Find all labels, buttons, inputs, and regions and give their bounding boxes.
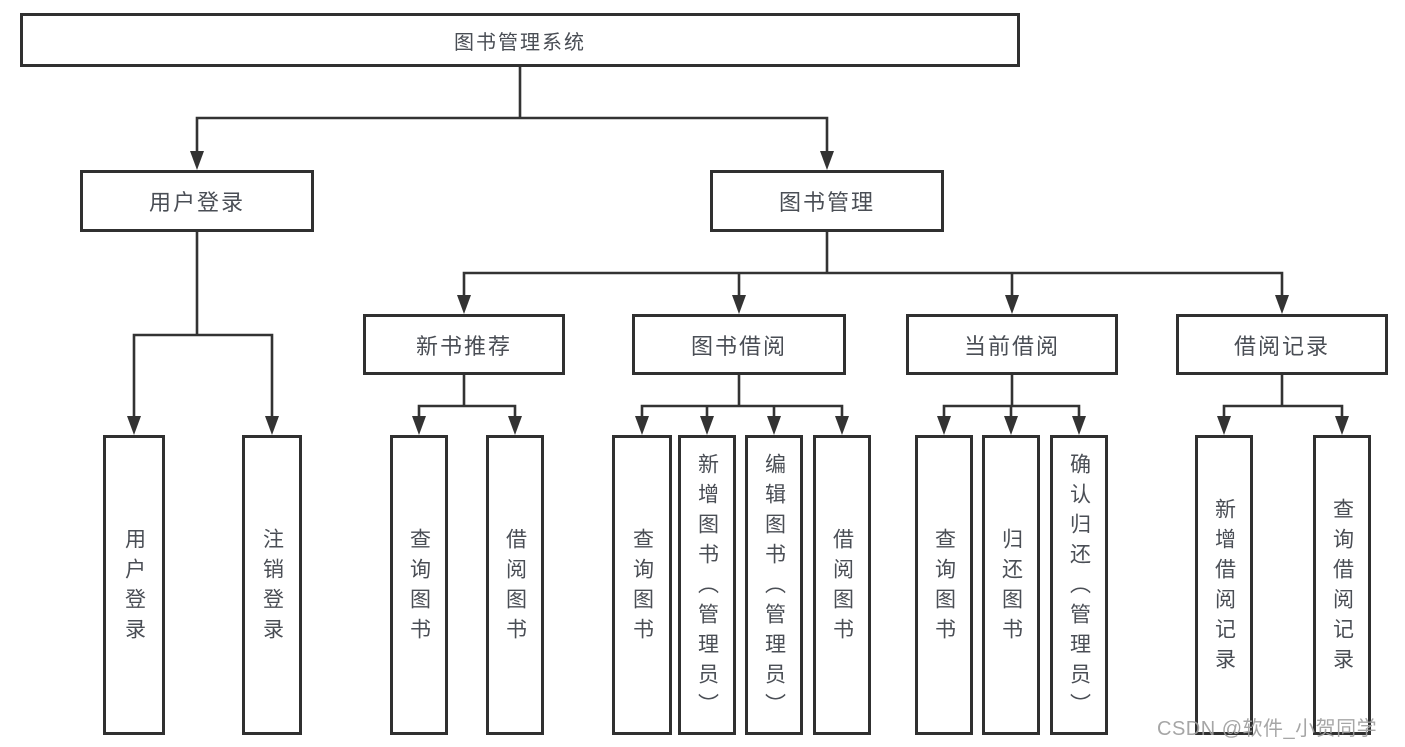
node-label: 新增借阅记录 <box>1212 498 1236 678</box>
node-label: 图书借阅 <box>690 333 787 359</box>
node-library-management-system: 图书管理系统 <box>20 13 1020 67</box>
node-label: 借阅图书 <box>830 528 854 648</box>
node-label: 查询图书 <box>407 528 431 648</box>
leaf-add-books-admin: 新增图书（管理员） <box>678 435 736 735</box>
node-book-borrow: 图书借阅 <box>632 314 846 375</box>
node-label: 当前借阅 <box>963 333 1060 359</box>
leaf-return-books: 归还图书 <box>982 435 1040 735</box>
node-label: 查询图书 <box>630 528 654 648</box>
node-label: 查询图书 <box>932 528 956 648</box>
node-current-borrow: 当前借阅 <box>906 314 1118 375</box>
node-label: 确认归还（管理员） <box>1067 453 1091 723</box>
node-book-management: 图书管理 <box>710 170 944 232</box>
node-label: 图书管理系统 <box>454 31 586 54</box>
connector-paths <box>132 67 1344 417</box>
leaf-add-borrow-record: 新增借阅记录 <box>1195 435 1253 735</box>
leaf-current-query-books: 查询图书 <box>915 435 973 735</box>
leaf-confirm-return-admin: 确认归还（管理员） <box>1050 435 1108 735</box>
node-label: 归还图书 <box>999 528 1023 648</box>
node-label: 用户登录 <box>148 190 245 215</box>
node-label: 新书推荐 <box>415 333 512 359</box>
arrowheads <box>127 151 1349 435</box>
leaf-logout: 注销登录 <box>242 435 302 735</box>
node-label: 新增图书（管理员） <box>695 453 719 723</box>
leaf-borrow-query-books: 查询图书 <box>612 435 672 735</box>
node-label: 编辑图书（管理员） <box>762 453 786 723</box>
node-label: 查询借阅记录 <box>1330 498 1354 678</box>
leaf-recommend-query-books: 查询图书 <box>390 435 448 735</box>
node-borrow-records: 借阅记录 <box>1176 314 1388 375</box>
leaf-user-login: 用户登录 <box>103 435 165 735</box>
node-label: 借阅记录 <box>1233 333 1330 359</box>
leaf-query-borrow-record: 查询借阅记录 <box>1313 435 1371 735</box>
node-user-login: 用户登录 <box>80 170 314 232</box>
leaf-recommend-borrow-books: 借阅图书 <box>486 435 544 735</box>
node-label: 注销登录 <box>260 528 284 648</box>
node-label: 图书管理 <box>778 190 875 215</box>
node-label: 用户登录 <box>122 528 146 648</box>
leaf-borrow-books: 借阅图书 <box>813 435 871 735</box>
node-new-book-recommend: 新书推荐 <box>363 314 565 375</box>
csdn-watermark: CSDN @软件_小贺同学 <box>1157 718 1378 740</box>
leaf-edit-books-admin: 编辑图书（管理员） <box>745 435 803 735</box>
node-label: 借阅图书 <box>503 528 527 648</box>
